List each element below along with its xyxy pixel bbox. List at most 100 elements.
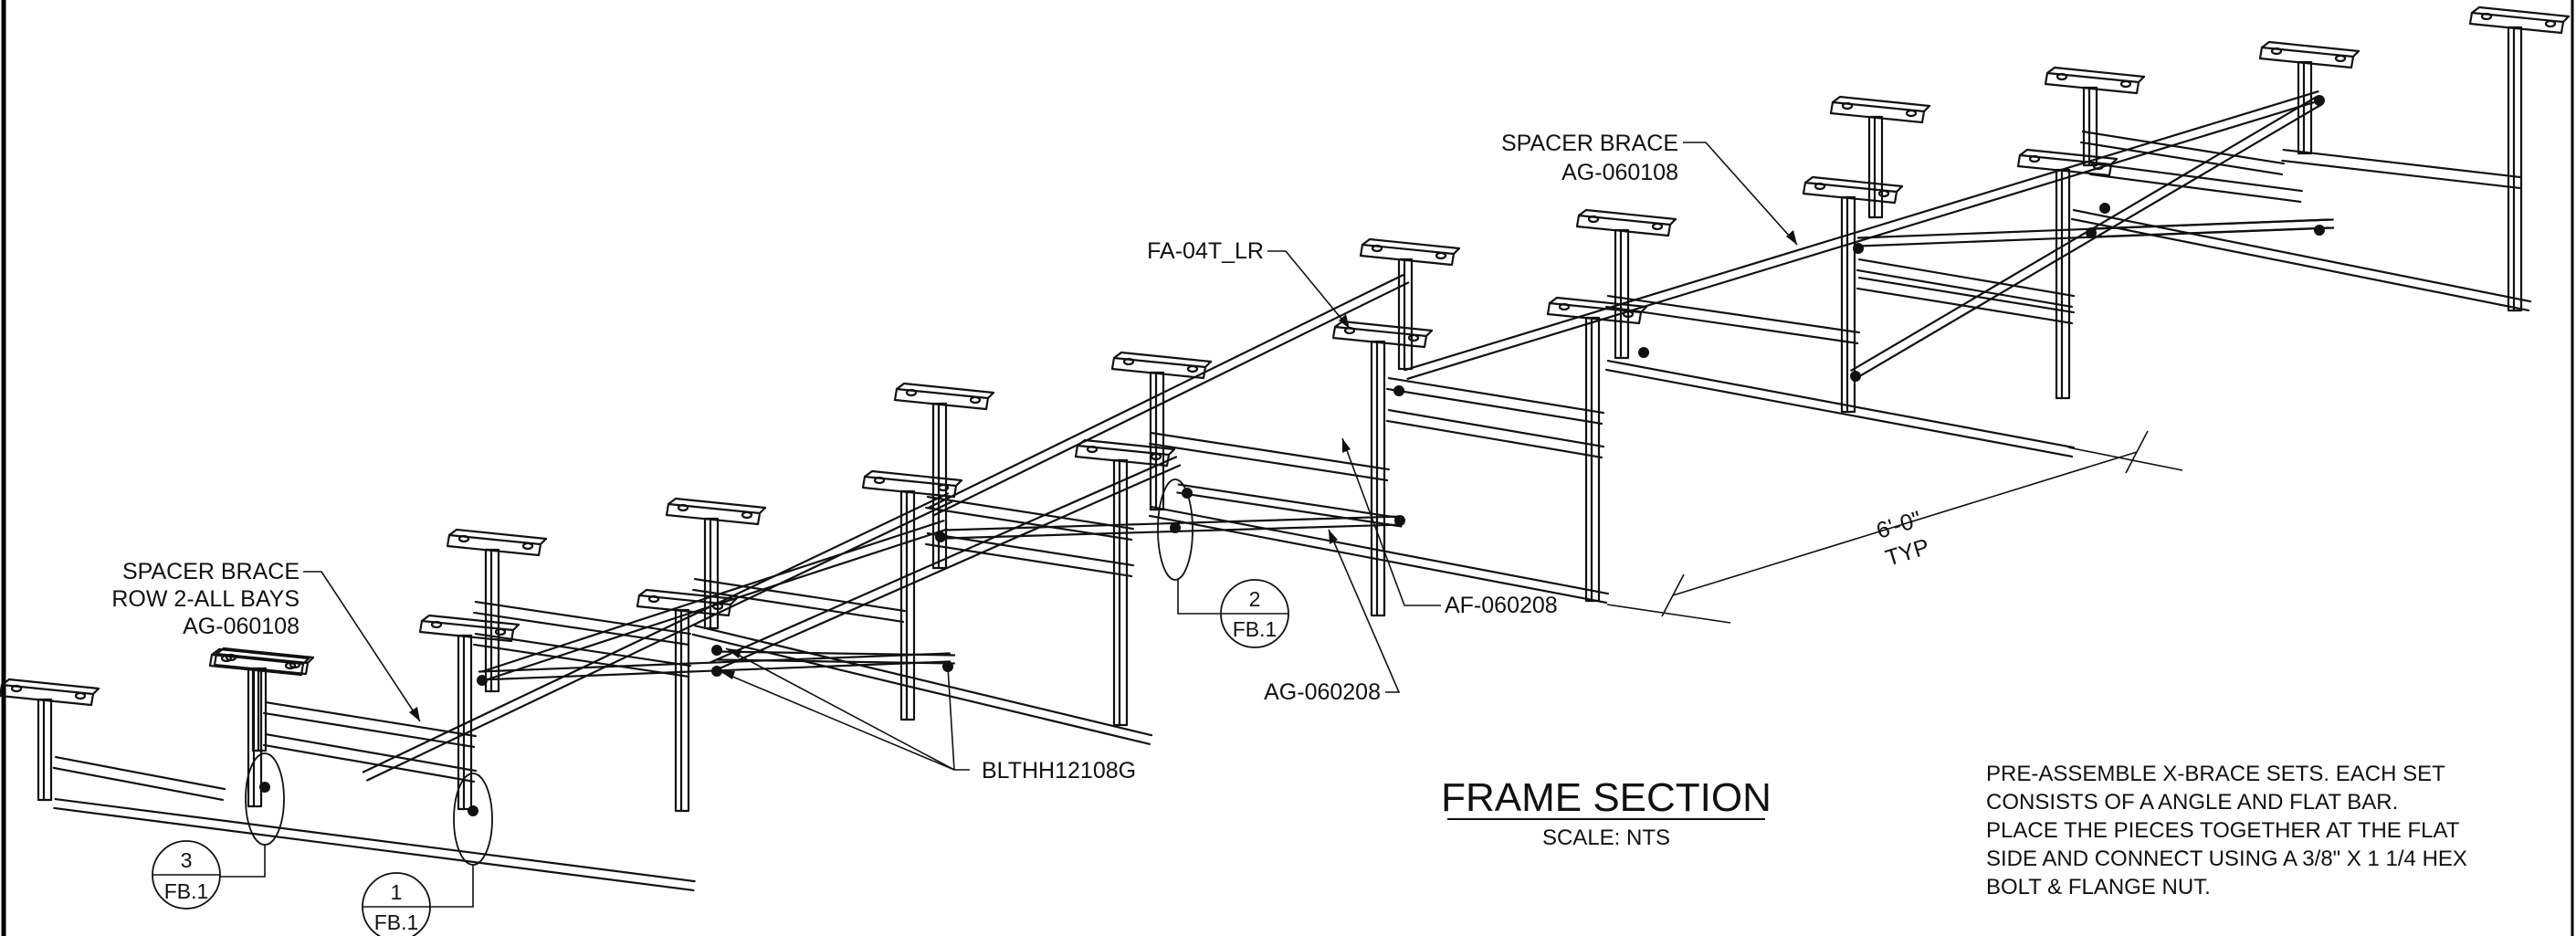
detail-ref-sheet: FB.1 <box>374 910 419 934</box>
leader-spacer-brace-left <box>303 571 421 722</box>
top-plate-edge <box>954 479 963 488</box>
callout-spacer-brace-top-line2: AG-060108 <box>1561 160 1678 185</box>
leader-ag <box>1328 529 1401 693</box>
diagonal-brace <box>366 500 953 782</box>
top-plate-edge <box>1639 305 1648 314</box>
bolt <box>1853 243 1864 254</box>
rail <box>1385 419 1603 459</box>
top-plate-edge <box>1341 320 1434 332</box>
rail <box>1856 287 2074 325</box>
leader-fa <box>1267 250 1351 330</box>
callout-spacer-brace-left-line1: SPACER BRACE <box>122 559 300 584</box>
callout-af: AF-060208 <box>1445 593 1558 618</box>
bolt-markers <box>259 95 2325 816</box>
arrowhead-af <box>1342 438 1351 453</box>
rail <box>1150 431 1391 471</box>
rail <box>262 743 476 784</box>
top-plate-edge <box>427 614 520 626</box>
leader-lines <box>216 142 1798 908</box>
top-plate <box>213 652 310 676</box>
top-plate-edge <box>1555 296 1648 309</box>
leader-bolt-a <box>725 647 970 771</box>
top-plate-edge <box>0 678 11 687</box>
detail-ref-number: 3 <box>181 848 193 872</box>
diagonal-brace <box>1404 90 2319 372</box>
top-plate-edge <box>2561 15 2571 24</box>
top-plate <box>1359 243 1456 267</box>
top-plate-edge <box>511 623 520 632</box>
plate-hole <box>1086 445 1099 454</box>
top-plate <box>1829 100 1926 124</box>
rail <box>693 577 907 613</box>
bolt <box>1170 522 1181 533</box>
top-plate-edge <box>7 678 100 690</box>
top-plate-edge <box>1811 175 1904 188</box>
bottom-stringer <box>2070 217 2530 312</box>
diagonal-brace <box>932 281 1410 517</box>
arrowhead-spacer-brace-top <box>1786 230 1797 245</box>
top-plate <box>2258 46 2355 69</box>
detail-ref-sheet: FB.1 <box>1233 617 1277 641</box>
leader-detail-3 <box>216 845 266 878</box>
bolt <box>2086 227 2097 238</box>
leader-detail-2 <box>1177 580 1220 615</box>
rail <box>1856 268 2074 309</box>
arrowhead-bolt-b <box>720 671 735 679</box>
plate-hole <box>1877 189 1890 198</box>
top-plate-edge <box>729 597 738 606</box>
top-plate-edge <box>2045 66 2056 75</box>
x-brace <box>478 652 951 673</box>
top-plate <box>861 475 958 499</box>
plate-hole <box>1435 251 1447 260</box>
bleacher-frame-structure <box>0 5 2571 892</box>
leader-spacer-brace-top <box>1683 142 1798 246</box>
diagonal-brace <box>362 492 949 773</box>
rail <box>691 588 905 624</box>
top-plate-edge <box>2260 40 2271 49</box>
top-plate-edge <box>1204 360 1213 369</box>
rail <box>1857 258 2076 298</box>
plate-hole <box>1814 182 1826 191</box>
plate-hole <box>2480 12 2493 21</box>
top-plate-edge <box>1922 104 1931 113</box>
arrowhead-bolt-a <box>726 648 741 658</box>
top-plate-edge <box>1838 95 1931 108</box>
top-plate-edge <box>758 506 767 515</box>
bottom-stringer <box>1604 368 2074 458</box>
detail-ellipse-3 <box>245 752 285 846</box>
arrowhead-spacer-brace-left <box>409 707 420 721</box>
note-line: BOLT & FLANGE NUT. <box>1986 875 2211 899</box>
top-plate <box>665 502 762 526</box>
seat-support <box>665 497 767 630</box>
callout-spacer-brace-left-line2: ROW 2-ALL BAYS <box>111 586 300 612</box>
top-plate-edge <box>306 656 315 665</box>
callout-fa: FA-04T_LR <box>1147 238 1264 264</box>
note-line: PLACE THE PIECES TOGETHER AT THE FLAT <box>1986 818 2460 843</box>
top-plate-edge <box>986 391 995 400</box>
diagonal-brace <box>1850 95 2318 372</box>
seat-support <box>1110 351 1213 511</box>
top-plate <box>636 594 732 617</box>
detail-ref-sheet: FB.1 <box>164 879 209 903</box>
rail <box>474 600 691 636</box>
x-brace <box>2089 218 2329 230</box>
bolt <box>477 675 488 686</box>
seat-support <box>2468 5 2571 312</box>
top-plate-edge <box>1831 95 1842 104</box>
top-plate <box>0 683 95 707</box>
plate-hole <box>1841 101 1854 110</box>
top-plate-edge <box>1083 438 1176 451</box>
rail <box>1148 442 1389 482</box>
arrowhead-fa <box>1339 314 1350 329</box>
top-plate-edge <box>1076 438 1087 447</box>
rail <box>2081 130 2286 165</box>
leader-bolt-b <box>719 670 955 771</box>
bottom-stringer <box>1150 505 1610 595</box>
rail <box>1387 376 1605 415</box>
callout-spacer-brace-left-line3: AG-060108 <box>183 614 300 639</box>
plate-hole <box>873 476 886 485</box>
bolt <box>935 531 946 542</box>
top-plate-edge <box>539 537 548 546</box>
seat-support <box>636 588 738 813</box>
top-plate-edge <box>1803 175 1814 184</box>
